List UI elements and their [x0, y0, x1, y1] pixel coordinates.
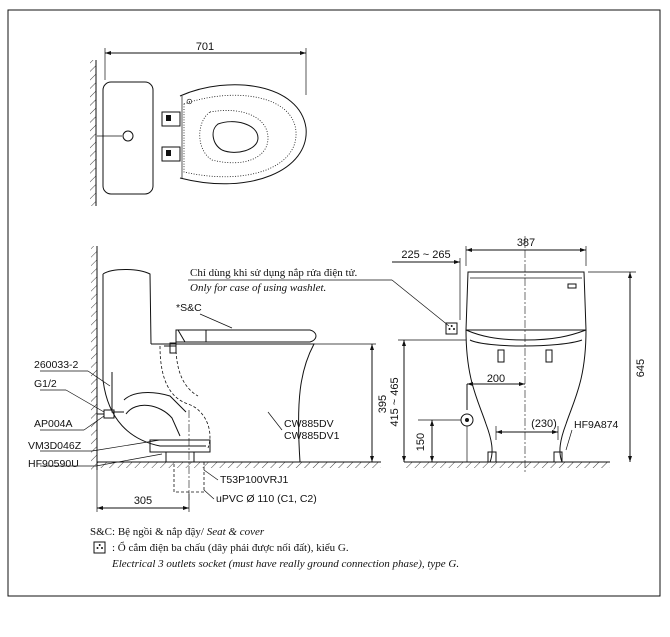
- socket-symbol-side: [445, 322, 458, 335]
- front-tank: [465, 271, 587, 331]
- dim-230: (230): [531, 418, 557, 430]
- dim-150: 150: [415, 433, 427, 451]
- flush-button: [122, 130, 134, 142]
- socket-symbol-legend: [93, 541, 106, 554]
- side-floor-hatch: [97, 462, 381, 468]
- washlet-note-en: Only for case of using washlet.: [190, 282, 326, 294]
- label-hf90590u: HF90590U: [28, 458, 79, 470]
- label-g12: G1/2: [34, 378, 57, 390]
- label-t53p100vrj1: T53P100VRJ1: [220, 474, 288, 486]
- label-upvc: uPVC Ø 110 (C1, C2): [216, 493, 317, 505]
- trapway: [159, 345, 211, 449]
- front-bowl-left: [465, 329, 493, 463]
- supply-line: [111, 372, 124, 413]
- label-ap004a: AP004A: [34, 418, 73, 430]
- sheet-border: [7, 9, 661, 597]
- valve-left: [497, 349, 505, 363]
- valve-right: [545, 349, 553, 363]
- legend: S&C: Bệ ngồi & nắp đậy/ Seat & cover : Ổ…: [90, 526, 459, 570]
- dim-225-265: 225 ~ 265: [401, 249, 450, 261]
- svg-text:⊙: ⊙: [186, 97, 193, 106]
- legend-sc: S&C: Bệ ngồi & nắp đậy/ Seat & cover: [90, 526, 265, 538]
- legend-socket-vi: : Ổ cắm điện ba chấu (dây phải được nối …: [112, 541, 349, 554]
- hinge-top: [161, 111, 181, 127]
- label-cw885dv: CW885DV: [284, 418, 334, 430]
- top-view: 701 ⊙: [90, 41, 307, 206]
- dim-415-465: 415 ~ 465: [389, 377, 401, 426]
- label-cw885dv1: CW885DV1: [284, 430, 340, 442]
- front-view: 225 ~ 265 387 200: [389, 236, 647, 474]
- legend-socket-en: Electrical 3 outlets socket (must have r…: [111, 558, 459, 570]
- dim-645: 645: [635, 359, 647, 377]
- dim-305: 305: [134, 495, 152, 507]
- dim-395: 395: [377, 395, 389, 413]
- dim-200: 200: [487, 373, 505, 385]
- seat-label: *S&C: [176, 302, 202, 314]
- washlet-note-vi: Chỉ dùng khi sử dụng nắp rửa điện tử.: [190, 267, 358, 279]
- side-tank: [102, 269, 152, 345]
- front-floor-hatch: [404, 462, 610, 468]
- bowl-rim: [183, 94, 297, 178]
- dim-701: 701: [196, 41, 214, 53]
- top-tank: [102, 81, 154, 195]
- dim-387: 387: [517, 237, 535, 249]
- top-wall-hatch: [90, 60, 96, 206]
- side-wall-hatch: [91, 246, 97, 470]
- label-260033-2: 260033-2: [34, 359, 79, 371]
- side-view: Chỉ dùng khi sử dụng nắp rửa điện tử. On…: [28, 246, 458, 512]
- bowl-body: [151, 343, 315, 463]
- bowl-opening: [199, 110, 269, 164]
- seat-cover: [177, 329, 317, 343]
- bowl-trap: [212, 121, 259, 153]
- hinge-bottom: [161, 146, 181, 162]
- label-vm3d046z: VM3D046Z: [28, 440, 82, 452]
- front-bowl-right: [559, 329, 587, 463]
- label-hf9a874: HF9A874: [574, 419, 619, 431]
- bowl-outer: [179, 84, 307, 185]
